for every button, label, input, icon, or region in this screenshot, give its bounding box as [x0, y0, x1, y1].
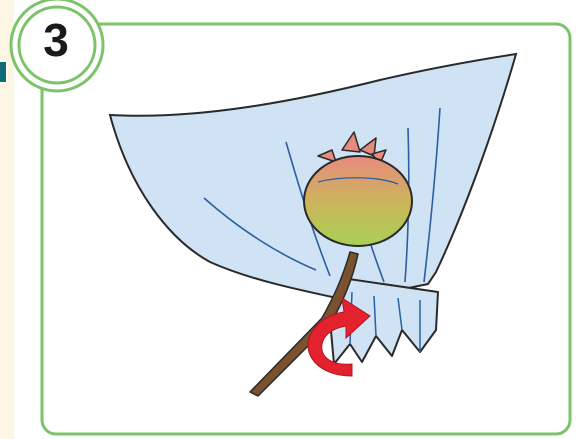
step-number: 3 [28, 10, 84, 70]
